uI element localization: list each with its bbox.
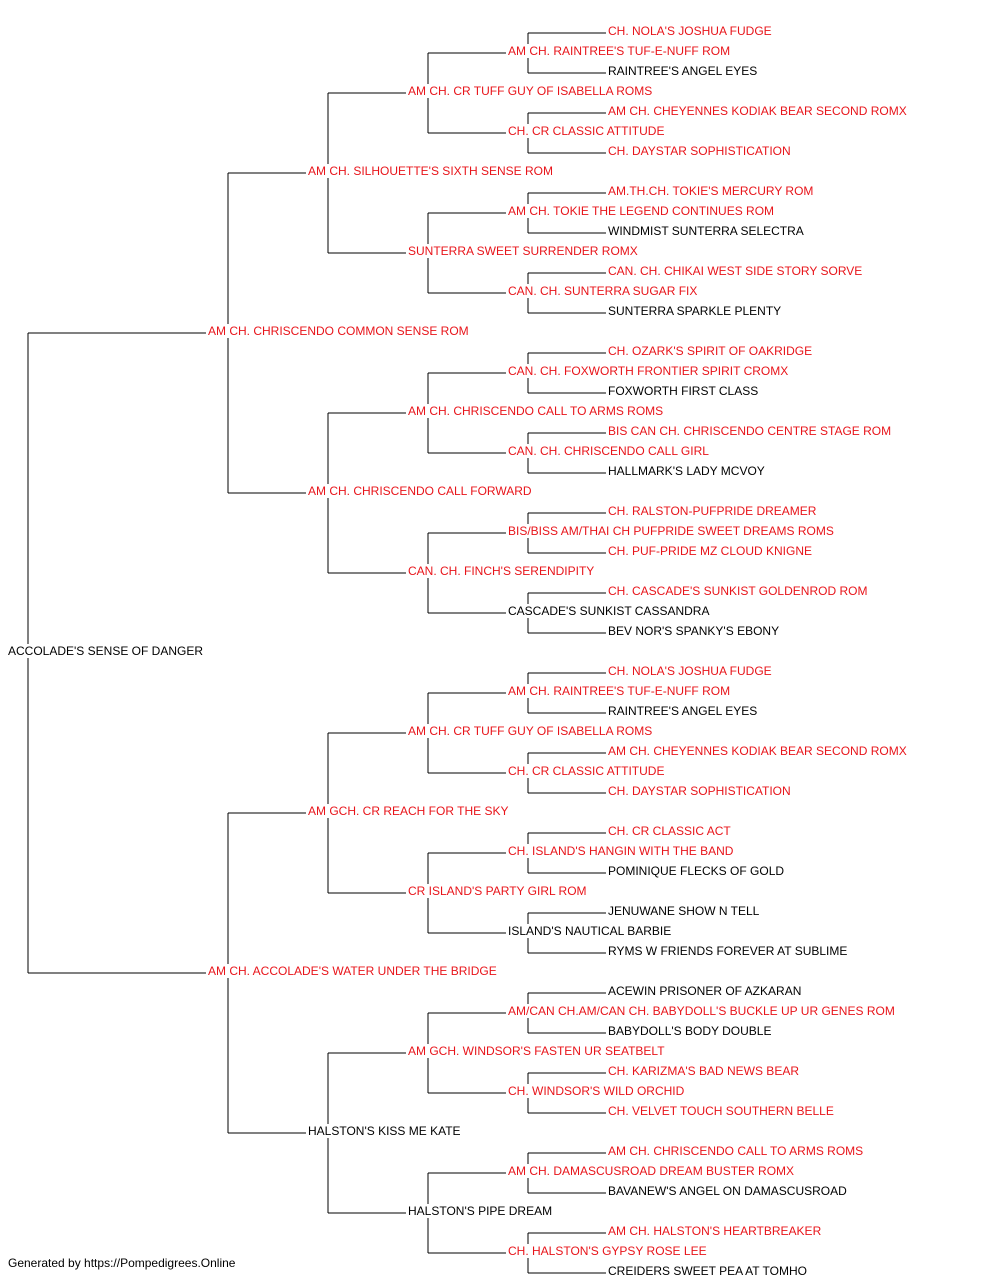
dog-name-dam-sire-dam-dam-sire: JENUWANE SHOW N TELL <box>608 904 762 918</box>
dog-name-dam-dam-sire-dam: CH. WINDSOR'S WILD ORCHID <box>508 1084 687 1098</box>
dog-name-sire-dam-dam: CAN. CH. FINCH'S SERENDIPITY <box>408 564 597 578</box>
dog-name-dam-sire-dam-dam-dam: RYMS W FRIENDS FOREVER AT SUBLIME <box>608 944 850 958</box>
dog-name-sire-dam-dam-dam-dam: BEV NOR'S SPANKY'S EBONY <box>608 624 782 638</box>
dog-name-sire-sire-sire-sire-dam: RAINTREE'S ANGEL EYES <box>608 64 760 78</box>
dog-name-sire-dam-sire: AM CH. CHRISCENDO CALL TO ARMS ROMS <box>408 404 666 418</box>
dog-name-sire-sire-dam-dam-sire: CAN. CH. CHIKAI WEST SIDE STORY SORVE <box>608 264 865 278</box>
dog-name-sire-dam-sire-dam-dam: HALLMARK'S LADY MCVOY <box>608 464 767 478</box>
dog-name-sire-dam-sire-dam-sire: BIS CAN CH. CHRISCENDO CENTRE STAGE ROM <box>608 424 894 438</box>
dog-name-dam-sire-sire: AM CH. CR TUFF GUY OF ISABELLA ROMS <box>408 724 655 738</box>
dog-name-sire-dam-dam-dam: CASCADE'S SUNKIST CASSANDRA <box>508 604 712 618</box>
dog-name-dam-dam-sire-dam-dam: CH. VELVET TOUCH SOUTHERN BELLE <box>608 1104 836 1118</box>
dog-name-dam-dam-dam-dam-sire: AM CH. HALSTON'S HEARTBREAKER <box>608 1224 824 1238</box>
dog-name-sire-sire-sire-dam-dam: CH. DAYSTAR SOPHISTICATION <box>608 144 793 158</box>
dog-name-dam-dam-dam-sire-dam: BAVANEW'S ANGEL ON DAMASCUSROAD <box>608 1184 849 1198</box>
dog-name-sire-sire-sire-dam: CH. CR CLASSIC ATTITUDE <box>508 124 667 138</box>
dog-name-sire-sire-dam-sire-dam: WINDMIST SUNTERRA SELECTRA <box>608 224 806 238</box>
dog-name-dam-dam-dam-dam: CH. HALSTON'S GYPSY ROSE LEE <box>508 1244 709 1258</box>
dog-name-dam-dam-sire: AM GCH. WINDSOR'S FASTEN UR SEATBELT <box>408 1044 667 1058</box>
dog-name-dam-sire-dam-dam: ISLAND'S NAUTICAL BARBIE <box>508 924 674 938</box>
dog-name-dam-sire-sire-dam-dam: CH. DAYSTAR SOPHISTICATION <box>608 784 793 798</box>
dog-name-dam-dam-dam-sire: AM CH. DAMASCUSROAD DREAM BUSTER ROMX <box>508 1164 797 1178</box>
dog-name-dam: AM CH. ACCOLADE'S WATER UNDER THE BRIDGE <box>208 964 499 978</box>
dog-name-sire-dam-dam-sire: BIS/BISS AM/THAI CH PUFPRIDE SWEET DREAM… <box>508 524 836 538</box>
dog-name-sire-sire-dam-dam-dam: SUNTERRA SPARKLE PLENTY <box>608 304 784 318</box>
dog-name-dam-sire-dam: CR ISLAND'S PARTY GIRL ROM <box>408 884 589 898</box>
dog-name-sire-dam-sire-sire-dam: FOXWORTH FIRST CLASS <box>608 384 761 398</box>
dog-name-sire-sire-sire-dam-sire: AM CH. CHEYENNES KODIAK BEAR SECOND ROMX <box>608 104 909 118</box>
dog-name-dam-dam-dam-sire-sire: AM CH. CHRISCENDO CALL TO ARMS ROMS <box>608 1144 866 1158</box>
dog-name-sire-sire-sire-sire-sire: CH. NOLA'S JOSHUA FUDGE <box>608 24 774 38</box>
dog-name-dam-dam-dam-dam-dam: CREIDERS SWEET PEA AT TOMHO <box>608 1264 809 1278</box>
dog-name-dam-dam-sire-sire: AM/CAN CH.AM/CAN CH. BABYDOLL'S BUCKLE U… <box>508 1004 897 1018</box>
dog-name-sire-dam: AM CH. CHRISCENDO CALL FORWARD <box>308 484 534 498</box>
dog-name-dam-sire: AM GCH. CR REACH FOR THE SKY <box>308 804 511 818</box>
dog-name-sire-dam-dam-dam-sire: CH. CASCADE'S SUNKIST GOLDENROD ROM <box>608 584 870 598</box>
dog-name-dam-sire-sire-dam: CH. CR CLASSIC ATTITUDE <box>508 764 667 778</box>
dog-name-sire-dam-sire-dam: CAN. CH. CHRISCENDO CALL GIRL <box>508 444 711 458</box>
dog-name-dam-sire-dam-sire-dam: POMINIQUE FLECKS OF GOLD <box>608 864 787 878</box>
dog-name-sire-dam-dam-sire-dam: CH. PUF-PRIDE MZ CLOUD KNIGNE <box>608 544 815 558</box>
dog-name-dam-sire-sire-sire-dam: RAINTREE'S ANGEL EYES <box>608 704 760 718</box>
dog-name-sire-sire-dam-sire-sire: AM.TH.CH. TOKIE'S MERCURY ROM <box>608 184 816 198</box>
dog-name-sire-sire-sire-sire: AM CH. RAINTREE'S TUF-E-NUFF ROM <box>508 44 733 58</box>
dog-name-dam-sire-sire-dam-sire: AM CH. CHEYENNES KODIAK BEAR SECOND ROMX <box>608 744 909 758</box>
dog-name-sire-dam-dam-sire-sire: CH. RALSTON-PUFPRIDE DREAMER <box>608 504 819 518</box>
dog-name-dam-dam: HALSTON'S KISS ME KATE <box>308 1124 463 1138</box>
dog-name-subject: ACCOLADE'S SENSE OF DANGER <box>8 644 205 658</box>
dog-name-dam-sire-sire-sire-sire: CH. NOLA'S JOSHUA FUDGE <box>608 664 774 678</box>
dog-name-dam-dam-sire-sire-dam: BABYDOLL'S BODY DOUBLE <box>608 1024 774 1038</box>
dog-name-sire-dam-sire-sire: CAN. CH. FOXWORTH FRONTIER SPIRIT CROMX <box>508 364 791 378</box>
dog-name-sire-sire-sire: AM CH. CR TUFF GUY OF ISABELLA ROMS <box>408 84 655 98</box>
dog-name-dam-dam-sire-sire-sire: ACEWIN PRISONER OF AZKARAN <box>608 984 804 998</box>
dog-name-sire-sire: AM CH. SILHOUETTE'S SIXTH SENSE ROM <box>308 164 555 178</box>
dog-name-sire-sire-dam: SUNTERRA SWEET SURRENDER ROMX <box>408 244 640 258</box>
dog-name-sire-sire-dam-sire: AM CH. TOKIE THE LEGEND CONTINUES ROM <box>508 204 777 218</box>
dog-name-sire: AM CH. CHRISCENDO COMMON SENSE ROM <box>208 324 471 338</box>
dog-name-dam-sire-dam-sire-sire: CH. CR CLASSIC ACT <box>608 824 733 838</box>
dog-name-dam-sire-dam-sire: CH. ISLAND'S HANGIN WITH THE BAND <box>508 844 736 858</box>
dog-name-dam-sire-sire-sire: AM CH. RAINTREE'S TUF-E-NUFF ROM <box>508 684 733 698</box>
dog-name-dam-dam-sire-dam-sire: CH. KARIZMA'S BAD NEWS BEAR <box>608 1064 801 1078</box>
dog-name-sire-dam-sire-sire-sire: CH. OZARK'S SPIRIT OF OAKRIDGE <box>608 344 815 358</box>
generated-by-footer: Generated by https://Pompedigrees.Online <box>8 1256 236 1270</box>
dog-name-dam-dam-dam: HALSTON'S PIPE DREAM <box>408 1204 555 1218</box>
dog-name-sire-sire-dam-dam: CAN. CH. SUNTERRA SUGAR FIX <box>508 284 700 298</box>
